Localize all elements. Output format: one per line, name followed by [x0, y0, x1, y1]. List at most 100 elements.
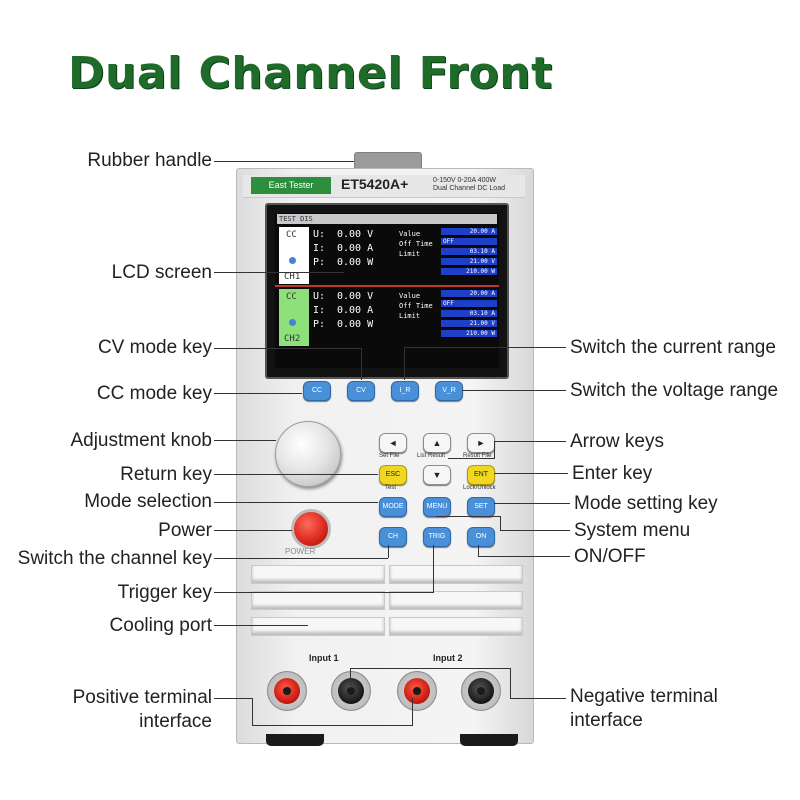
leader-line [252, 725, 412, 726]
power-label: POWER [285, 547, 316, 556]
cooling-vent [389, 591, 523, 610]
leader-line [404, 347, 405, 380]
ch2-limit-current: 03.10 A [441, 310, 497, 318]
cooling-vent [251, 565, 385, 584]
ch1-value-box: 20.00 A [441, 228, 497, 236]
cooling-vent [251, 617, 385, 636]
leader-line [350, 668, 351, 686]
mode-button[interactable]: MODE [379, 497, 407, 517]
leader-line [494, 503, 570, 504]
cc-mode-button[interactable]: CC [303, 381, 331, 401]
esc-button[interactable]: ESC [379, 465, 407, 485]
adjustment-knob[interactable] [275, 421, 341, 487]
leader-line [214, 530, 292, 531]
leader-line [448, 458, 494, 459]
label-return-key: Return key [120, 464, 212, 485]
label-enter-key: Enter key [572, 463, 653, 484]
ch1-offtime-label: Off Time [399, 240, 433, 248]
voltage-range-button[interactable]: V_R [435, 381, 463, 401]
ch1-value-label: Value [399, 230, 421, 238]
ch1-offtime-box: OFF [441, 238, 497, 246]
ch2-offtime-label: Off Time [399, 302, 433, 310]
label-lcd-screen: LCD screen [111, 262, 212, 283]
ch2-value-label: Value [399, 292, 421, 300]
ch2-mode-box: CC CH2 [279, 289, 309, 346]
channel-button[interactable]: CH [379, 527, 407, 547]
dc-load-device: East Tester ET5420A+ 0-150V 0-20A 400W D… [236, 168, 534, 744]
leader-line [500, 516, 501, 530]
leader-line [494, 441, 566, 442]
leader-line [214, 698, 252, 699]
label-adjustment-knob: Adjustment knob [70, 430, 212, 451]
lock-unlock-label: Lock/Unlock [463, 485, 496, 491]
label-arrow-keys: Arrow keys [570, 431, 664, 452]
arrow-down-button[interactable]: ▼ [423, 465, 451, 485]
power-button[interactable] [291, 509, 331, 549]
spec-line-2: Dual Channel DC Load [433, 185, 505, 192]
menu-button[interactable]: MENU [423, 497, 451, 517]
label-system-menu: System menu [574, 520, 691, 541]
trigger-button[interactable]: TRIG [423, 527, 451, 547]
ch2-name: CH2 [284, 334, 301, 344]
leader-line [361, 348, 362, 380]
ch2-p-value: 0.00 W [337, 319, 374, 330]
on-off-button[interactable]: ON [467, 527, 495, 547]
leader-line [436, 516, 500, 517]
brand-bar: East Tester ET5420A+ 0-150V 0-20A 400W D… [243, 175, 525, 198]
ch2-i-value: 0.00 A [337, 305, 374, 316]
ch2-value-box: 20.00 A [441, 290, 497, 298]
leader-line [404, 347, 566, 348]
ch2-u-value: 0.00 V [337, 291, 374, 302]
ch1-indicator-dot [289, 257, 296, 264]
leader-line [388, 545, 389, 558]
list-result-label: List Result [417, 453, 446, 459]
ch1-i-value: 0.00 A [337, 243, 374, 254]
page-title: Dual Channel Front [68, 48, 553, 99]
ch2-positive-terminal[interactable] [397, 671, 437, 711]
label-trigger-key: Trigger key [117, 582, 212, 603]
ch1-i-label: I: [313, 243, 326, 254]
cv-mode-button[interactable]: CV [347, 381, 375, 401]
device-foot [266, 734, 324, 746]
cooling-vent [251, 591, 385, 610]
leader-line [214, 625, 308, 626]
ch1-limit-label: Limit [399, 250, 421, 258]
leader-line [214, 348, 362, 349]
label-rubber-handle: Rubber handle [87, 150, 212, 171]
leader-line [214, 474, 378, 475]
leader-line [478, 556, 570, 557]
arrow-right-button[interactable]: ► [467, 433, 495, 453]
ch2-limit-label: Limit [399, 312, 421, 320]
cooling-vent [389, 565, 523, 584]
ch2-offtime-box: OFF [441, 300, 497, 308]
leader-line [510, 698, 566, 699]
test-label: Test [385, 485, 397, 491]
lcd-screen: TEST DIS CC CH1 U: 0.00 V I: 0.00 A P: 0… [275, 213, 499, 368]
ch1-positive-terminal[interactable] [267, 671, 307, 711]
label-switch-voltage: Switch the voltage range [570, 380, 779, 401]
label-negative-terminal-2: interface [570, 710, 643, 731]
input1-label: Input 1 [309, 653, 339, 663]
leader-line [214, 393, 302, 394]
ch2-limit-power: 210.00 W [441, 330, 497, 338]
enter-button[interactable]: ENT [467, 465, 495, 485]
arrow-left-button[interactable]: ◄ [379, 433, 407, 453]
current-range-button[interactable]: I_R [391, 381, 419, 401]
label-positive-terminal-2: interface [139, 711, 212, 732]
leader-line [412, 698, 413, 726]
ch2-negative-terminal[interactable] [461, 671, 501, 711]
ch2-p-label: P: [313, 319, 326, 330]
ch1-u-value: 0.00 V [337, 229, 374, 240]
set-button[interactable]: SET [467, 497, 495, 517]
arrow-up-button[interactable]: ▲ [423, 433, 451, 453]
leader-line [350, 668, 510, 669]
label-negative-terminal: Negative terminal [570, 686, 718, 707]
ch2-i-label: I: [313, 305, 326, 316]
ch2-indicator-dot [289, 319, 296, 326]
model-name: ET5420A+ [341, 176, 409, 192]
leader-line [433, 545, 434, 592]
cooling-vent [389, 617, 523, 636]
ch1-p-label: P: [313, 257, 326, 268]
ch1-negative-terminal[interactable] [331, 671, 371, 711]
ch2-mode: CC [286, 292, 297, 302]
